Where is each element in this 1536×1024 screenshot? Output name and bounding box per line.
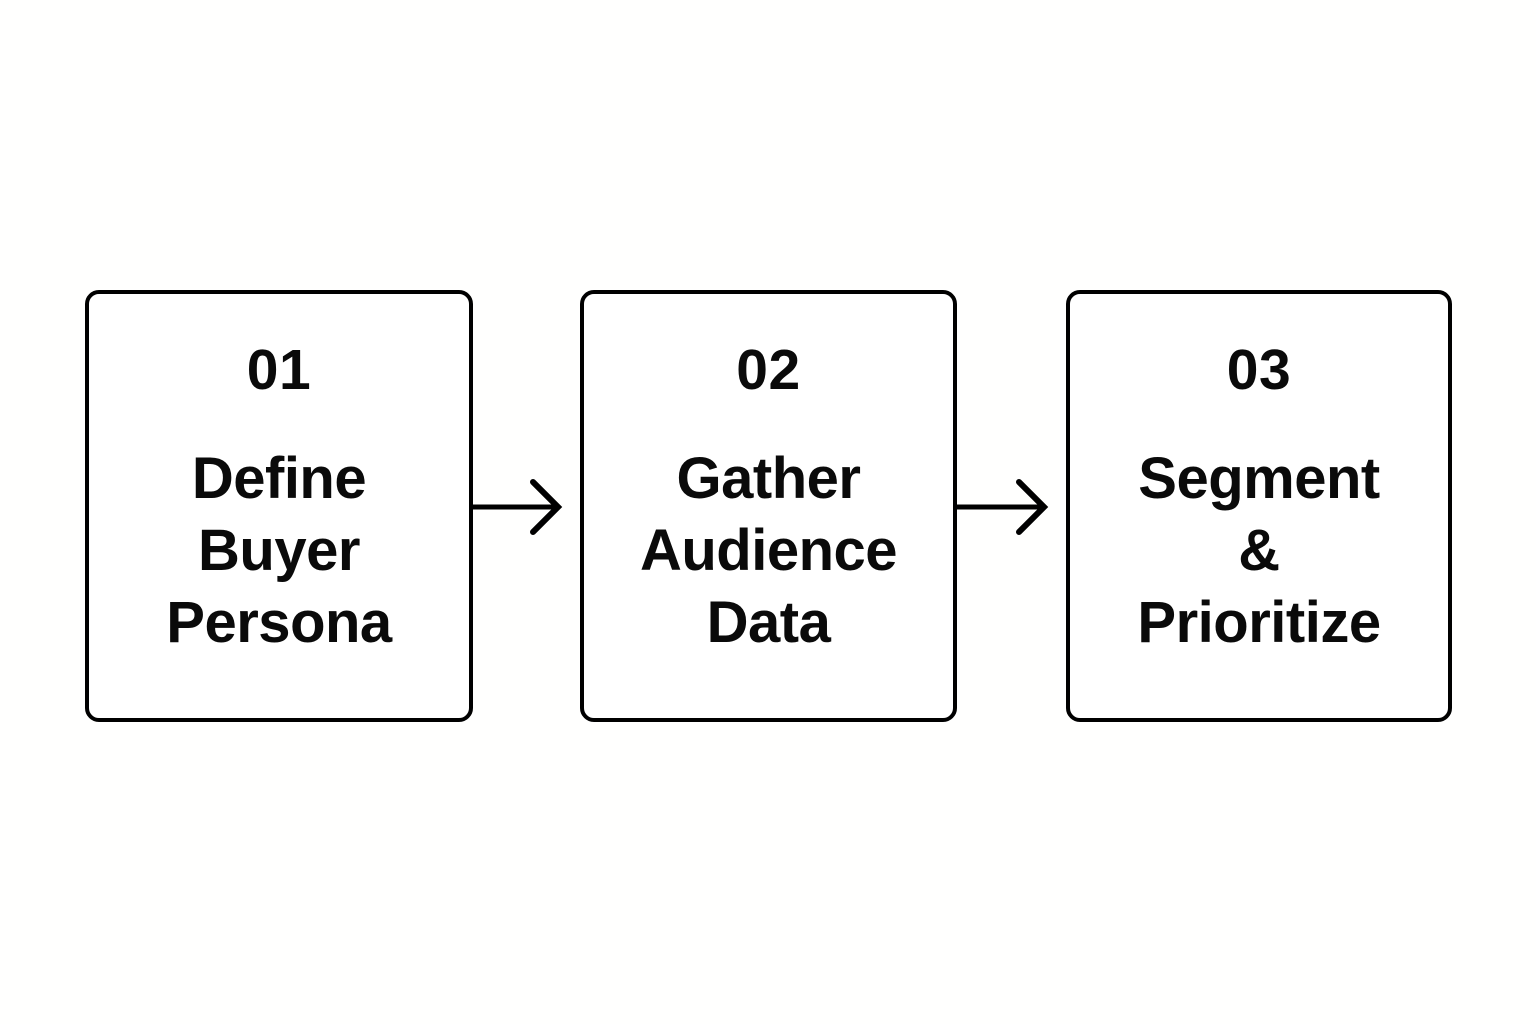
arrow-right-icon [957,479,1049,535]
step-label-1: Define Buyer Persona [166,446,392,655]
process-step-box-2[interactable]: 02 Gather Audience Data [580,290,957,722]
arrow-right-icon [473,479,563,535]
step-number-1: 01 [246,338,312,402]
step-number-2: 02 [736,338,801,402]
connector-arrow-1-to-2 [473,472,580,542]
step-label-2: Gather Audience Data [639,446,898,655]
process-step-box-1[interactable]: 01 Define Buyer Persona [85,290,473,722]
process-step-box-3[interactable]: 03 Segment & Prioritize [1066,290,1452,722]
step-number-3: 03 [1226,338,1292,402]
step-label-3: Segment & Prioritize [1137,446,1381,655]
connector-arrow-2-to-3 [957,472,1066,542]
